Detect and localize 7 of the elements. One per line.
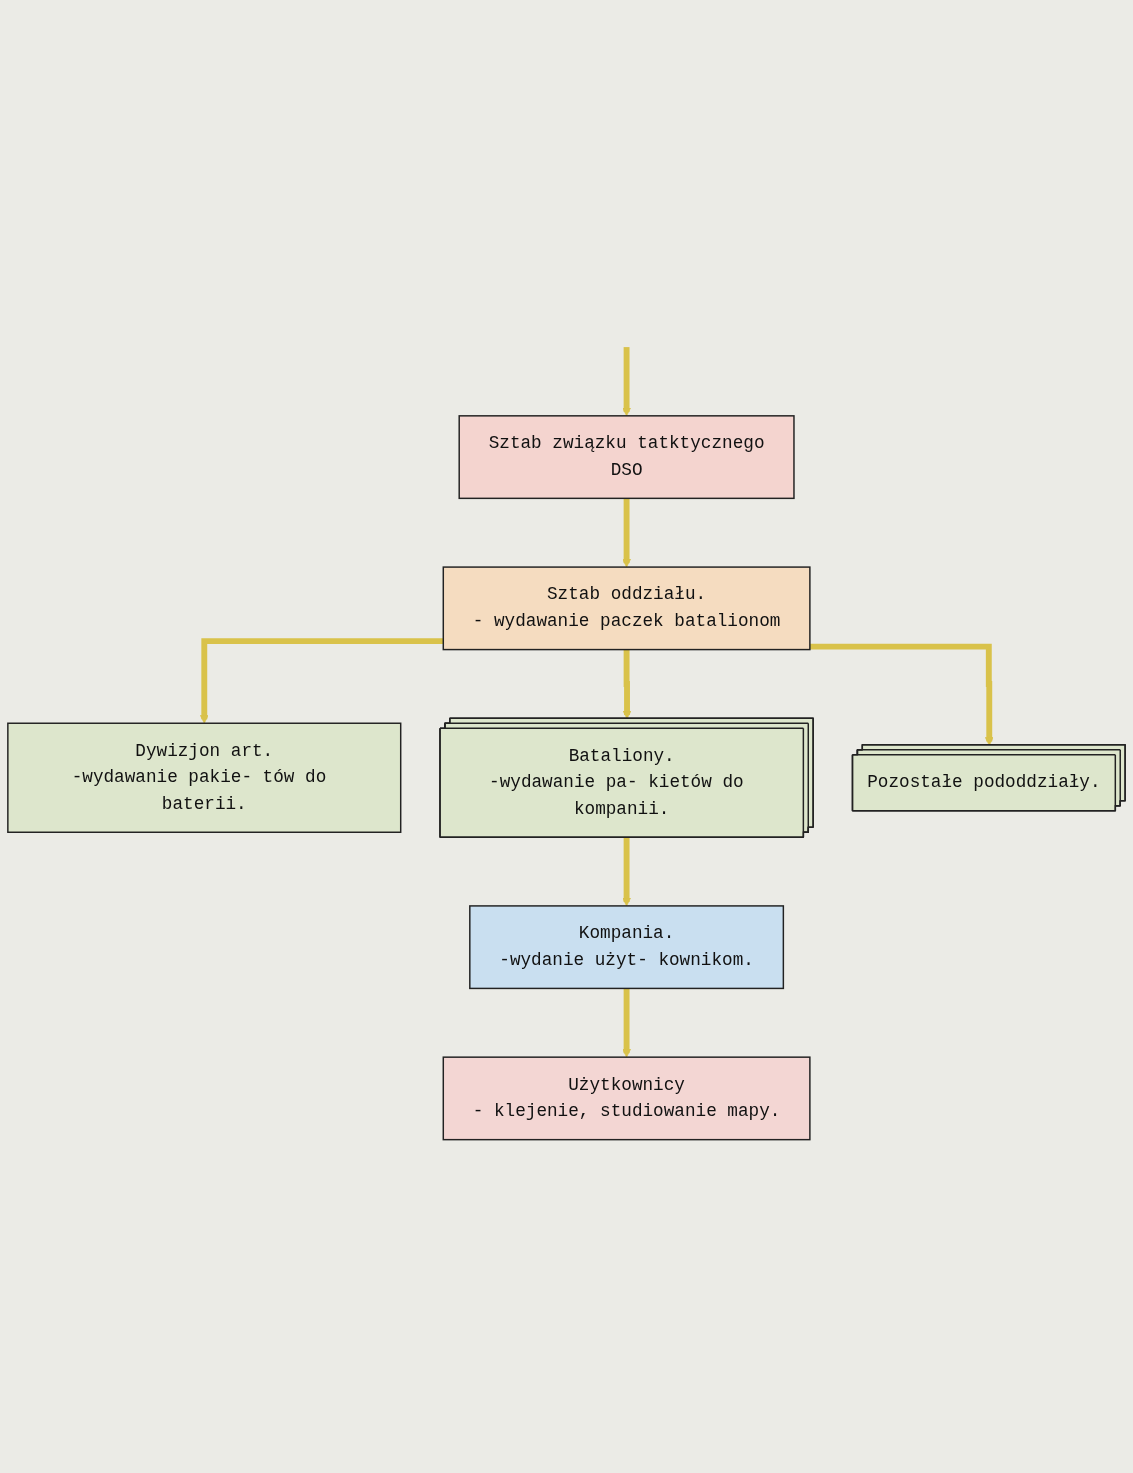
node-box: Sztab związku tatktycznego DSO (458, 415, 795, 500)
arrow (199, 638, 444, 724)
node-box: Dywizjon art. -wydawanie pakie- tów do baterii. (7, 722, 402, 833)
node-box: Kompania. -wydanie użyt- kownikom. (469, 905, 785, 990)
node-box: Użytkownicy - klejenie, studiowanie mapy. (442, 1056, 811, 1141)
arrow (622, 344, 631, 417)
node-box: Sztab oddziału. - wydawanie paczek batalionom (442, 566, 811, 651)
